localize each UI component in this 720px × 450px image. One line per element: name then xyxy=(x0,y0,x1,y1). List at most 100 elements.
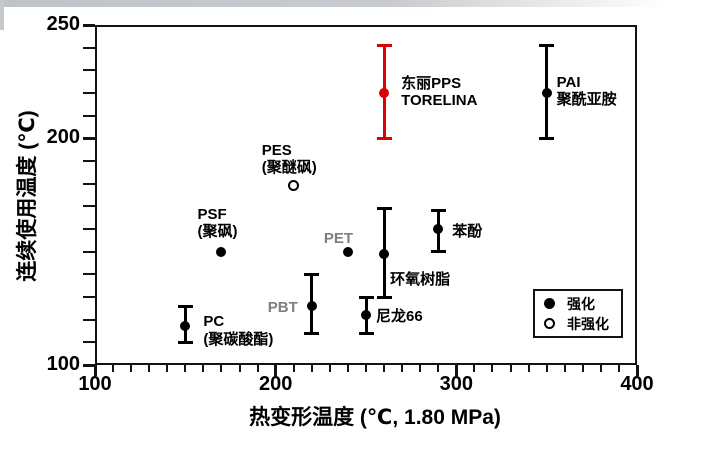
point-label-line: PES xyxy=(261,141,292,159)
data-point-pes xyxy=(288,180,300,192)
point-label-line: 苯酚 xyxy=(452,223,483,240)
point-label-pbt: PBT xyxy=(268,299,298,316)
legend: 强化 非强化 xyxy=(533,289,623,338)
x-tick-310 xyxy=(473,365,476,372)
error-bar-cap-top-toray-pps xyxy=(376,43,392,47)
point-label-epoxy: 环氧树脂 xyxy=(390,271,450,288)
point-label-nylon66: 尼龙66 xyxy=(376,308,423,325)
point-label-line: PAI xyxy=(556,74,581,91)
error-bar-cap-bottom-epoxy xyxy=(376,295,392,299)
error-bar-cap-bottom-pai xyxy=(539,136,555,140)
x-tick-390 xyxy=(617,365,620,372)
x-tick-190 xyxy=(256,365,259,372)
x-tick-150 xyxy=(184,365,187,372)
point-label-phenol: 苯酚 xyxy=(452,223,482,240)
x-tick-label-200: 200 xyxy=(258,373,293,395)
x-tick-270 xyxy=(401,365,404,372)
x-tick-140 xyxy=(166,365,169,372)
point-label-line: (聚碳酸酯) xyxy=(203,330,274,348)
error-bar-cap-top-pai xyxy=(539,43,555,47)
y-tick-100 xyxy=(83,363,95,367)
y-tick-190 xyxy=(83,160,95,162)
x-tick-210 xyxy=(292,365,295,372)
point-label-line: PBT xyxy=(267,299,298,317)
x-tick-370 xyxy=(581,365,584,372)
y-tick-label-100: 100 xyxy=(46,353,80,375)
point-label-line: 东丽PPS xyxy=(401,75,462,92)
y-tick-240 xyxy=(83,46,95,49)
y-tick-220 xyxy=(83,92,95,94)
error-bar-cap-top-pc xyxy=(177,304,193,308)
data-point-pbt xyxy=(306,301,317,312)
x-tick-260 xyxy=(383,365,386,372)
legend-item-unreinforced: 非强化 xyxy=(544,315,621,332)
filled-circle-icon xyxy=(544,298,555,309)
error-bar-cap-bottom-phenol xyxy=(430,250,446,254)
screenshot-top-edge-artifact xyxy=(0,0,720,7)
y-tick-140 xyxy=(83,273,95,276)
y-tick-label-250: 250 xyxy=(46,13,80,35)
x-axis-title: 热变形温度 (℃, 1.80 MPa) xyxy=(249,406,501,429)
y-tick-120 xyxy=(83,318,95,321)
point-label-line: PSF xyxy=(197,205,227,223)
y-tick-250 xyxy=(83,23,95,27)
x-tick-200 xyxy=(274,365,278,376)
error-bar-cap-top-nylon66 xyxy=(358,295,374,299)
error-bar-cap-bottom-toray-pps xyxy=(376,136,392,140)
point-label-line: 聚酰亚胺 xyxy=(556,91,617,109)
y-tick-160 xyxy=(83,228,95,230)
point-label-line: TORELINA xyxy=(401,92,478,110)
x-tick-360 xyxy=(563,365,566,372)
data-point-pc xyxy=(180,321,191,332)
data-point-pai xyxy=(541,88,552,98)
y-tick-label-200: 200 xyxy=(46,126,80,149)
y-axis-title: 连续使用温度 (℃) xyxy=(16,110,39,282)
point-label-line: 环氧树脂 xyxy=(390,270,451,288)
point-label-psf: PSF(聚砜) xyxy=(197,206,237,241)
y-tick-110 xyxy=(83,341,95,344)
x-tick-320 xyxy=(491,365,494,372)
x-tick-240 xyxy=(346,365,349,372)
legend-item-reinforced: 强化 xyxy=(544,295,621,312)
point-label-pet: PET xyxy=(324,230,353,247)
x-tick-230 xyxy=(328,365,331,372)
x-tick-label-400: 400 xyxy=(620,373,654,395)
error-bar-cap-bottom-nylon66 xyxy=(358,331,374,335)
legend-label: 非强化 xyxy=(567,315,609,332)
x-tick-290 xyxy=(437,365,440,372)
screenshot-left-edge-artifact xyxy=(0,0,4,30)
error-bar-cap-top-epoxy xyxy=(376,207,392,211)
x-tick-180 xyxy=(238,365,241,372)
y-tick-170 xyxy=(83,205,95,208)
x-tick-220 xyxy=(310,365,313,372)
y-tick-180 xyxy=(83,182,95,185)
legend-label: 强化 xyxy=(567,295,595,312)
y-tick-230 xyxy=(83,69,95,72)
y-tick-200 xyxy=(83,136,95,140)
point-label-line: (聚砜) xyxy=(197,223,238,241)
x-tick-label-100: 100 xyxy=(78,373,112,395)
point-label-line: 尼龙66 xyxy=(376,308,423,326)
error-bar-cap-bottom-pbt xyxy=(304,331,320,335)
x-tick-340 xyxy=(527,365,530,372)
x-tick-130 xyxy=(148,365,151,372)
x-tick-380 xyxy=(599,365,602,372)
data-point-nylon66 xyxy=(361,310,371,321)
x-tick-170 xyxy=(220,365,223,372)
x-tick-label-300: 300 xyxy=(439,373,474,395)
point-label-line: (聚醚砜) xyxy=(261,159,317,177)
x-tick-110 xyxy=(112,365,115,372)
x-tick-100 xyxy=(93,365,97,376)
data-point-psf xyxy=(216,246,227,257)
x-tick-160 xyxy=(202,365,205,372)
data-point-pet xyxy=(342,246,353,257)
y-tick-210 xyxy=(83,114,95,117)
x-tick-250 xyxy=(365,365,367,372)
data-point-toray-pps xyxy=(379,88,390,98)
point-label-pc: PC(聚碳酸酯) xyxy=(203,313,273,348)
y-tick-150 xyxy=(83,250,95,253)
